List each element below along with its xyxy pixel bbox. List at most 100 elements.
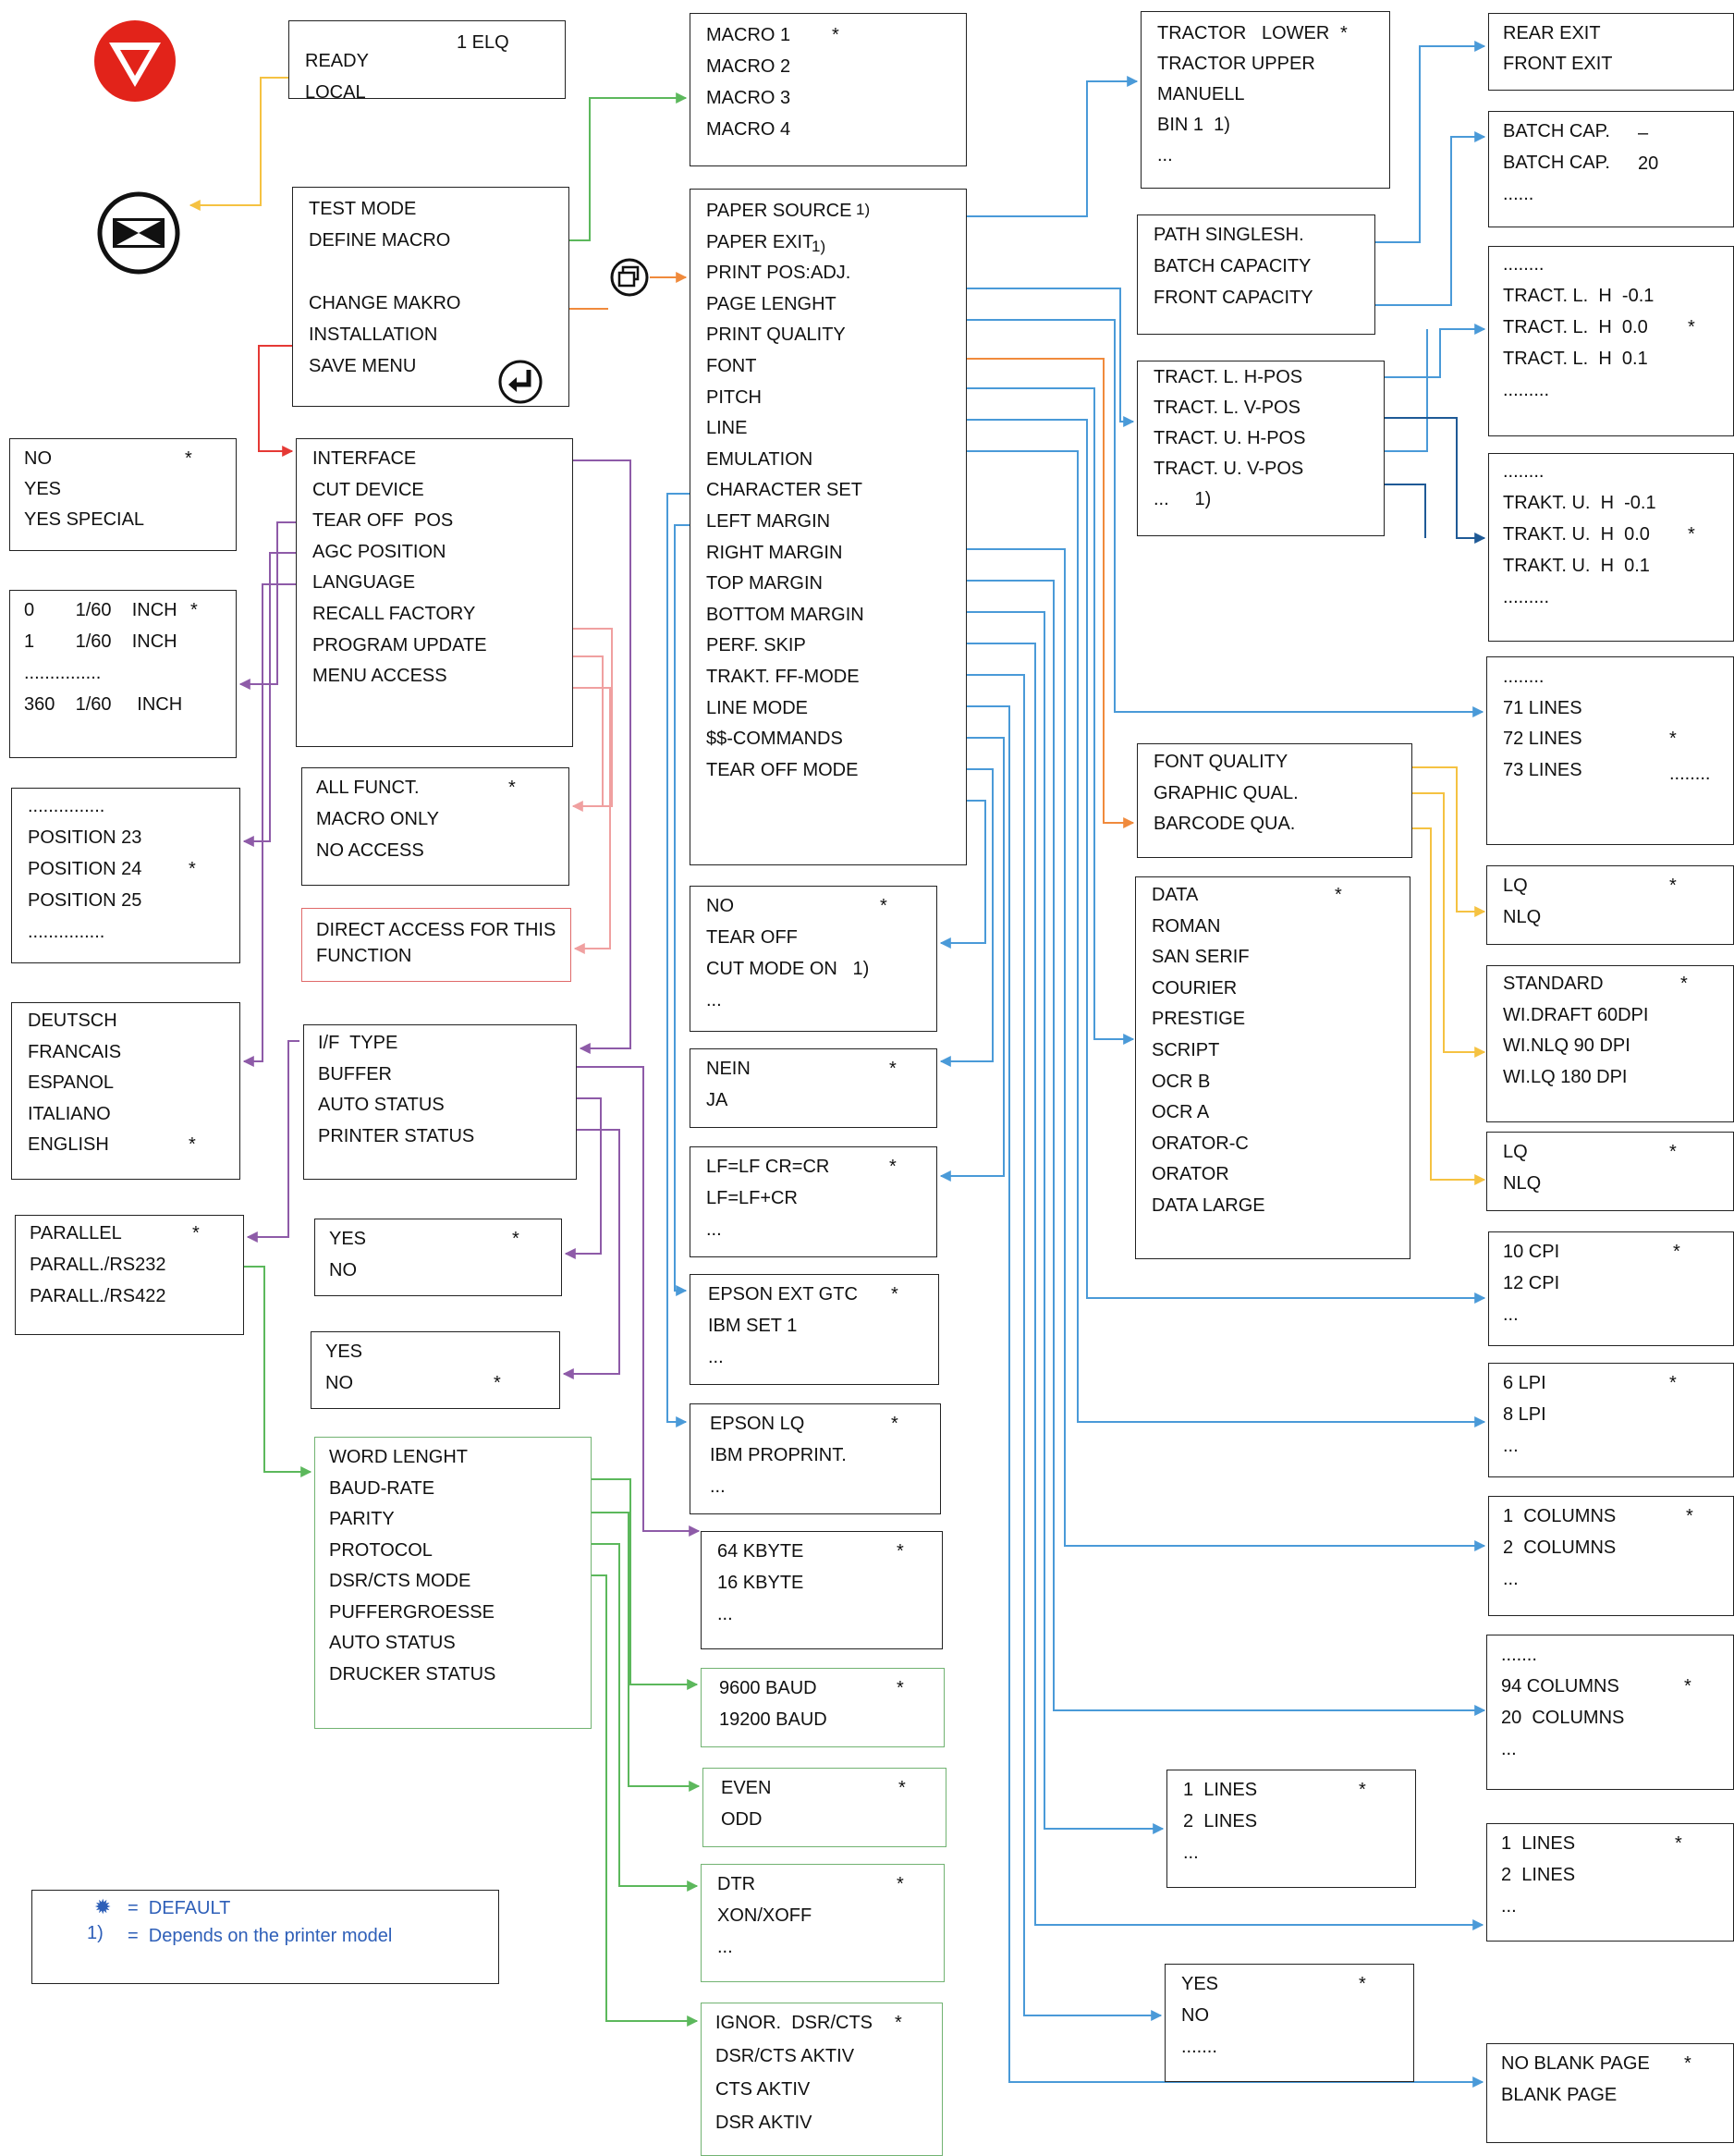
emulation-item: IBM PROPRINT. — [710, 1445, 847, 1465]
blue-connector — [943, 319, 1484, 717]
main-menu-item: DEFINE MACRO — [309, 230, 451, 251]
perfskip-item: NO — [1181, 2005, 1209, 2026]
quality-item: BARCODE QUA. — [1154, 814, 1296, 834]
blue-connector — [941, 643, 1484, 1930]
main-menu-item: INSTALLATION — [309, 325, 438, 345]
language-item: ENGLISH — [28, 1134, 109, 1155]
legend-box — [31, 1890, 499, 1984]
buffer-item: 64 KBYTE — [717, 1541, 804, 1562]
paper-menu-item: PITCH — [706, 386, 762, 408]
interface-item: AUTO STATUS — [318, 1095, 445, 1115]
pink-connector — [551, 687, 611, 954]
legend-item: = Depends on the printer model — [128, 1926, 393, 1946]
pagelength-box — [1486, 656, 1734, 845]
online-triangle-icon — [94, 20, 176, 102]
default-marker: * — [880, 896, 887, 916]
tract-pos-item: TRACT. U. V-POS — [1154, 459, 1304, 479]
serial-item: PROTOCOL — [329, 1539, 433, 1561]
printer-status-item: YES — [325, 1341, 363, 1362]
paper-menu-item: LINE — [706, 418, 748, 439]
agc-item: POSITION 24 — [28, 859, 142, 879]
trakt-u-item: ........ — [1503, 461, 1545, 482]
pagelength-item: ........ — [1503, 667, 1545, 687]
green-connector — [571, 1478, 699, 1690]
green-connector — [569, 1512, 701, 1792]
direct-access-box — [301, 908, 571, 982]
tearoff-mode-item: ... — [706, 990, 722, 1011]
buffer-item: ... — [717, 1604, 733, 1624]
main-menu-item: TEST MODE — [309, 199, 417, 219]
auto-status-item: NO — [329, 1260, 357, 1280]
pitch-item: 10 CPI — [1503, 1242, 1560, 1262]
blue-connector — [941, 450, 1486, 1427]
access-item: ALL FUNCT. — [316, 778, 420, 798]
parallel-item: PARALL./RS422 — [30, 1286, 166, 1306]
purple-connector — [547, 459, 631, 1054]
barcodeq-item: LQ — [1503, 1142, 1528, 1162]
path-item: FRONT CAPACITY — [1154, 288, 1313, 308]
language-box — [11, 1002, 240, 1180]
topmargin-box — [1166, 1770, 1416, 1888]
bottommargin-item: 2 LINES — [1501, 1865, 1576, 1885]
default-marker: * — [185, 448, 192, 469]
language-item: DEUTSCH — [28, 1011, 117, 1031]
agc-item: POSITION 23 — [28, 827, 142, 848]
lpi-box — [1488, 1363, 1734, 1477]
green-connector — [227, 1266, 312, 1477]
quality-item: FONT QUALITY — [1154, 752, 1288, 772]
path-item: BATCH CAPACITY — [1154, 256, 1312, 276]
tract-l-item: TRACT. L. H 0.0 — [1503, 317, 1648, 337]
baud-item: 19200 BAUD — [719, 1709, 827, 1730]
menu-hourglass-icon — [97, 191, 180, 275]
yellow-connector — [189, 77, 288, 211]
trakt-u-item: TRAKT. U. H -0.1 — [1503, 493, 1656, 513]
lpi-item: 6 LPI — [1503, 1373, 1546, 1393]
default-marker: * — [897, 1874, 904, 1894]
default-marker: * — [189, 859, 196, 879]
macro-item: MACRO 3 — [706, 88, 791, 108]
paper-menu-item: PAPER EXIT — [706, 231, 814, 252]
blue-connector — [937, 548, 1486, 1551]
rightmargin-item: ... — [1501, 1739, 1517, 1759]
dsrcts-item: DSR AKTIV — [715, 2113, 812, 2133]
paper-menu-item: PAPER SOURCE — [706, 201, 852, 221]
cut-device-item: NO — [24, 448, 52, 469]
tearoff-pos-item: 0 1/60 INCH — [24, 600, 177, 620]
trakt-u-item: TRAKT. U. H 0.1 — [1503, 556, 1650, 576]
commands-item: JA — [706, 1090, 728, 1110]
language-item: ITALIANO — [28, 1103, 111, 1124]
ready-item: LOCAL — [305, 82, 366, 103]
auto-status-item: YES — [329, 1229, 367, 1249]
parallel-item: PARALLEL — [30, 1223, 122, 1243]
blue-connector — [939, 768, 994, 1067]
font-item: OCR B — [1152, 1071, 1211, 1092]
ready-box — [288, 20, 566, 99]
default-marker: * — [512, 1229, 519, 1249]
default-star-icon: ✹ — [94, 1895, 112, 1918]
linemode-item: ... — [706, 1219, 722, 1240]
blue-connector — [1342, 131, 1486, 306]
lpi-item: 8 LPI — [1503, 1404, 1546, 1425]
tract-l-item: ........ — [1503, 254, 1545, 275]
font-box — [1135, 876, 1410, 1259]
default-marker: * — [1673, 1242, 1680, 1262]
access-box — [301, 767, 569, 886]
serial-item: PARITY — [329, 1509, 395, 1529]
enter-return-icon — [498, 360, 543, 404]
parallel-item: PARALL./RS232 — [30, 1255, 166, 1275]
graphicq-item: WI.NLQ 90 DPI — [1503, 1035, 1630, 1056]
default-marker: * — [1684, 2053, 1691, 2074]
perfskip-item: ....... — [1181, 2037, 1217, 2057]
footnote-paper-exit: 1) — [812, 238, 826, 255]
tract-pos-item: TRACT. U. H-POS — [1154, 428, 1306, 448]
rightmargin-item: 20 COLUMNS — [1501, 1708, 1625, 1728]
default-marker: * — [1669, 1373, 1677, 1393]
green-connector — [569, 1543, 699, 1892]
dsrcts-item: DSR/CTS AKTIV — [715, 2046, 855, 2066]
default-marker: * — [1359, 1780, 1366, 1800]
tractor-item: MANUELL — [1157, 84, 1245, 104]
install-box — [296, 438, 573, 747]
ffmode-item: NO BLANK PAGE — [1501, 2053, 1650, 2074]
main-menu-item: SAVE MENU — [309, 356, 417, 376]
